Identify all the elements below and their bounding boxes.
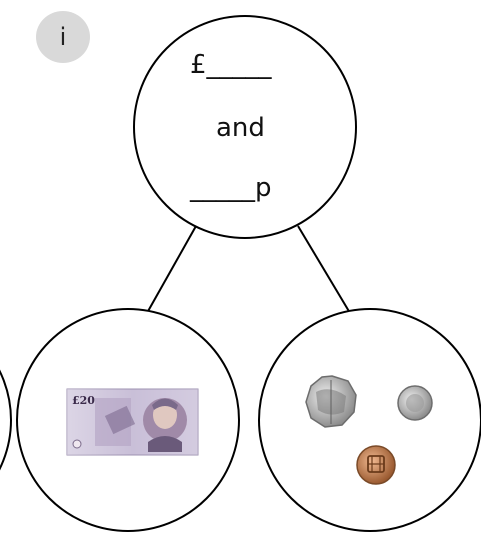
one-penny-coin-icon (356, 445, 396, 485)
pence-answer-blank[interactable]: _____p (190, 173, 272, 203)
connector-line-right (297, 225, 351, 314)
question-badge: i (36, 11, 90, 63)
whole-circle (133, 15, 357, 239)
part-circle-right (258, 308, 481, 532)
twenty-pence-coin-icon (305, 375, 357, 428)
part-circle-offscreen (0, 369, 12, 471)
five-pence-coin-icon (397, 385, 433, 421)
connector-line-left (146, 225, 197, 314)
question-label: i (59, 23, 67, 51)
pounds-answer-blank[interactable]: £_____ (190, 50, 272, 80)
svg-text:£20: £20 (72, 394, 95, 407)
twenty-pound-note-icon: £20 (66, 388, 199, 456)
and-label: and (216, 113, 265, 143)
